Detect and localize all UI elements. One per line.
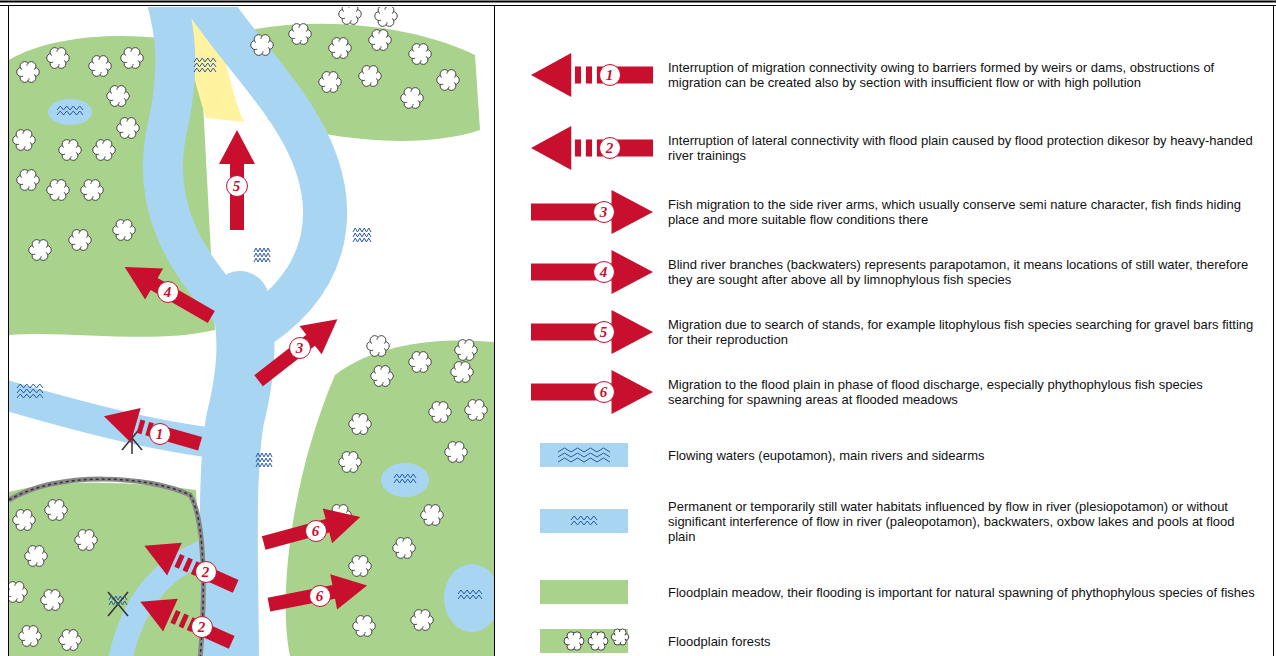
tree-symbol [17, 62, 40, 83]
water-ripples [571, 516, 597, 525]
tree-symbol [371, 366, 394, 387]
tree-symbol [19, 626, 42, 647]
tree-symbol [113, 220, 136, 241]
tree-symbol [329, 38, 352, 59]
tree-symbol [349, 414, 372, 435]
tree-symbol [47, 48, 70, 69]
callout-number: 4 [593, 261, 615, 283]
callout-number: 3 [289, 337, 311, 359]
tree-symbol [429, 402, 452, 423]
tree-symbol [29, 240, 52, 261]
legend-text: Floodplain forests [668, 634, 1260, 649]
tree-symbol [564, 632, 584, 650]
tree-symbol [465, 400, 488, 421]
pools [48, 99, 494, 632]
tree-symbol [13, 130, 36, 151]
callout-number: 4 [157, 281, 179, 303]
tree-symbol [45, 500, 68, 521]
tree-symbol [409, 352, 432, 373]
tree-symbol [75, 530, 98, 551]
tree-symbol [421, 505, 444, 526]
water-ripples [194, 58, 216, 72]
legend-text: Flowing waters (eupotamon), main rivers … [668, 448, 1260, 463]
tree-symbol [107, 86, 130, 107]
tree-symbol [59, 140, 82, 161]
tree-symbol [319, 72, 342, 93]
legend-text: Fish migration to the side river arms, w… [668, 197, 1260, 227]
callout-number: 5 [593, 321, 615, 343]
water-ripples [394, 474, 416, 483]
tree-symbol [339, 7, 362, 24]
tree-symbol [117, 118, 140, 139]
legend-swatch [540, 629, 628, 653]
water-ripples [353, 228, 371, 242]
callout-number: 5 [226, 175, 248, 197]
callout-number: 2 [191, 616, 213, 638]
tree-symbol [369, 30, 392, 51]
flood-dike [9, 479, 203, 656]
tree-symbol [437, 70, 460, 91]
weir-symbol [108, 422, 142, 616]
legend-text: Interruption of lateral connectivity wit… [668, 133, 1260, 163]
callout-number: 2 [599, 137, 621, 159]
callout-number: 6 [309, 585, 331, 607]
tree-symbol [69, 230, 92, 251]
tree-symbol [47, 180, 70, 201]
tree-symbol [451, 362, 474, 383]
tree-symbol [89, 56, 112, 77]
water-ripples [458, 590, 482, 599]
migration-arrows [99, 130, 371, 656]
legend-swatch [540, 509, 628, 533]
tree-symbol [81, 180, 104, 201]
callout-number: 1 [599, 64, 621, 86]
tree-symbol [339, 452, 362, 473]
callout-number: 1 [149, 423, 171, 445]
legend-swatch [540, 580, 628, 604]
tree-symbol [353, 616, 376, 637]
water-ripples [256, 453, 272, 467]
water-ripples [57, 106, 83, 115]
callout-number: 6 [305, 520, 327, 542]
callout-number: 2 [195, 561, 217, 583]
tree-symbol [93, 140, 116, 161]
tree-symbol [409, 44, 432, 65]
legend-text: Blind river branches (backwaters) repres… [668, 257, 1260, 287]
legend-text: Migration due to search of stands, for e… [668, 317, 1260, 347]
tree-symbol [349, 556, 372, 577]
tree-symbol [455, 340, 478, 361]
tree-symbol [251, 35, 274, 56]
callout-number: 6 [593, 381, 615, 403]
water-ripples [17, 384, 43, 398]
tree-symbol [367, 336, 390, 357]
legend-text: Permanent or temporarily still water hab… [668, 499, 1260, 544]
legend-samples [531, 53, 653, 414]
tree-symbol [17, 170, 40, 191]
tree-symbol [445, 442, 468, 463]
legend-text: Migration to the flood plain in phase of… [668, 377, 1260, 407]
river [9, 7, 325, 656]
tree-symbol [611, 629, 629, 645]
callout-number: 3 [593, 201, 615, 223]
tree-symbol [359, 66, 382, 87]
tree-symbol [13, 510, 36, 531]
tree-symbol [375, 7, 398, 26]
tree-symbol [393, 538, 416, 559]
legend-swatch [540, 443, 628, 467]
tree-symbol [411, 610, 434, 631]
water-ripples [109, 596, 127, 605]
water-ripples [558, 448, 610, 462]
tree-symbol [25, 546, 48, 567]
legend-text: Interruption of migration connectivity o… [668, 60, 1260, 90]
tree-symbol [289, 24, 312, 45]
tree-symbol [59, 630, 82, 651]
tree-symbol [121, 48, 144, 69]
water-ripples [254, 248, 270, 262]
legend-text: Floodplain meadow, their flooding is imp… [668, 585, 1260, 600]
tree-symbol [588, 632, 608, 650]
tree-symbol [401, 88, 424, 109]
tree-symbol [41, 590, 64, 611]
tree-symbol [9, 582, 27, 603]
